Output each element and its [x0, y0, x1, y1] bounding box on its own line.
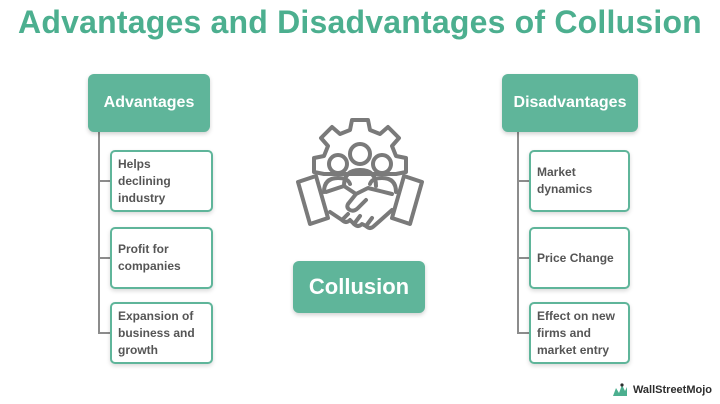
disadvantage-item-1: Market dynamics	[529, 150, 630, 212]
collusion-label-box: Collusion	[293, 261, 425, 313]
disadvantage-item-2: Price Change	[529, 227, 630, 289]
advantages-connector-branch-3	[98, 332, 110, 334]
disadvantages-connector	[517, 132, 519, 334]
disadvantages-header-label: Disadvantages	[513, 94, 627, 111]
brand-name: WallStreetMojo	[632, 384, 712, 396]
disadvantage-item-label: Effect on new firms and market entry	[537, 308, 616, 357]
wallstreetmojo-logo-icon	[612, 383, 627, 396]
disadvantages-header: Disadvantages	[502, 74, 638, 132]
disadvantage-item-label: Market dynamics	[537, 165, 593, 196]
disadvantages-connector-branch-1	[517, 180, 529, 182]
disadvantage-item-3: Effect on new firms and market entry	[529, 302, 630, 364]
advantage-item-3: Expansion of business and growth	[110, 302, 213, 364]
advantage-item-1: Helps declining industry	[110, 150, 213, 212]
advantages-connector	[98, 132, 100, 334]
advantages-header: Advantages	[88, 74, 210, 132]
disadvantages-connector-branch-2	[517, 257, 529, 259]
disadvantage-item-label: Price Change	[537, 250, 614, 265]
advantages-connector-branch-1	[98, 180, 110, 182]
advantages-connector-branch-2	[98, 257, 110, 259]
advantage-item-label: Profit for companies	[118, 242, 181, 273]
advantages-header-label: Advantages	[103, 94, 195, 111]
advantage-item-2: Profit for companies	[110, 227, 213, 289]
advantage-item-label: Helps declining industry	[118, 156, 171, 205]
page-title: Advantages and Disadvantages of Collusio…	[18, 4, 702, 40]
gear-people-handshake-icon	[296, 118, 424, 230]
disadvantages-connector-branch-3	[517, 332, 529, 334]
brand-watermark: WallStreetMojo	[611, 382, 712, 398]
collusion-label: Collusion	[308, 274, 410, 299]
advantage-item-label: Expansion of business and growth	[118, 308, 195, 357]
